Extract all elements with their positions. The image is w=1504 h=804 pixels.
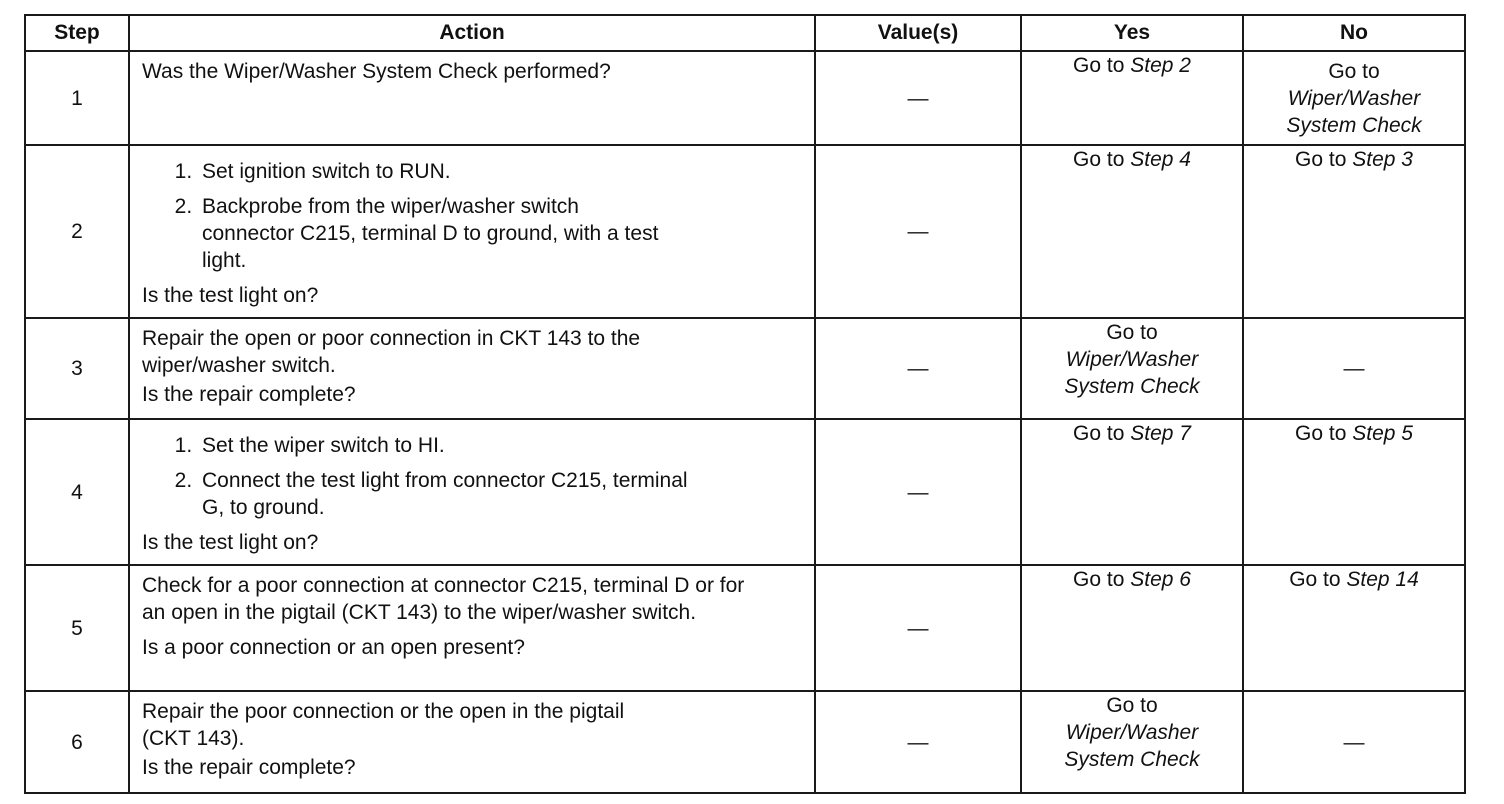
no-prefix: Go to xyxy=(1289,568,1347,591)
yes-cell: Go to Step 6 xyxy=(1020,564,1244,692)
no-prefix: Go to xyxy=(1328,60,1380,83)
value-cell: — xyxy=(814,144,1022,319)
yes-prefix: Go to xyxy=(1073,422,1131,445)
table-row-2: 2 Set ignition switch to RUN. Backprobe … xyxy=(24,144,1466,319)
header-row: Step Action Value(s) Yes No xyxy=(24,14,1466,52)
yes-link[interactable]: Step 6 xyxy=(1130,568,1191,591)
header-values: Value(s) xyxy=(814,14,1022,52)
action-question: Is the repair complete? xyxy=(142,756,356,779)
table-row-1: 1 Was the Wiper/Washer System Check perf… xyxy=(24,50,1466,146)
action-question: Is the test light on? xyxy=(142,284,319,307)
yes-cell: Go to Wiper/Washer System Check xyxy=(1020,317,1244,420)
action-cell: Repair the open or poor connection in CK… xyxy=(128,317,816,420)
header-no: No xyxy=(1242,14,1466,52)
yes-link[interactable]: Wiper/Washer System Check xyxy=(1064,721,1200,771)
action-text: Was the Wiper/Washer System Check perfor… xyxy=(142,60,611,83)
no-prefix: Go to xyxy=(1295,422,1353,445)
value-cell: — xyxy=(814,690,1022,794)
no-link[interactable]: Step 5 xyxy=(1352,422,1413,445)
action-text: Repair the open or poor connection in CK… xyxy=(142,327,641,377)
step-number: 1 xyxy=(24,50,130,146)
yes-link[interactable]: Wiper/Washer System Check xyxy=(1064,348,1200,398)
step-number: 4 xyxy=(24,418,130,566)
no-cell: Go to Step 5 xyxy=(1242,418,1466,566)
value-cell: — xyxy=(814,418,1022,566)
diagnostic-table: Step Action Value(s) Yes No 1 Was the Wi… xyxy=(24,14,1466,794)
action-step-item: Backprobe from the wiper/washer switch c… xyxy=(198,193,804,274)
header-yes: Yes xyxy=(1020,14,1244,52)
action-question: Is the repair complete? xyxy=(142,383,356,406)
action-cell: Was the Wiper/Washer System Check perfor… xyxy=(128,50,816,146)
yes-cell: Go to Step 4 xyxy=(1020,144,1244,319)
no-prefix: Go to xyxy=(1295,148,1353,171)
no-cell: — xyxy=(1242,317,1466,420)
yes-link[interactable]: Step 2 xyxy=(1130,54,1191,77)
yes-prefix: Go to xyxy=(1073,568,1131,591)
yes-prefix: Go to xyxy=(1106,321,1158,344)
yes-link[interactable]: Step 7 xyxy=(1130,422,1191,445)
table-row-5: 5 Check for a poor connection at connect… xyxy=(24,564,1466,692)
yes-link[interactable]: Step 4 xyxy=(1130,148,1191,171)
action-steps-list: Set the wiper switch to HI. Connect the … xyxy=(142,432,804,521)
action-step-item: Connect the test light from connector C2… xyxy=(198,467,804,521)
action-step-item: Set ignition switch to RUN. xyxy=(198,158,804,185)
no-link[interactable]: Wiper/Washer System Check xyxy=(1286,87,1422,137)
step-number: 2 xyxy=(24,144,130,319)
table-row-3: 3 Repair the open or poor connection in … xyxy=(24,317,1466,420)
no-cell: Go to Step 3 xyxy=(1242,144,1466,319)
header-step: Step xyxy=(24,14,130,52)
header-action: Action xyxy=(128,14,816,52)
action-text: Check for a poor connection at connector… xyxy=(142,574,745,624)
value-cell: — xyxy=(814,50,1022,146)
no-cell: Go to Step 14 xyxy=(1242,564,1466,692)
action-question: Is the test light on? xyxy=(142,531,319,554)
yes-prefix: Go to xyxy=(1073,54,1131,77)
action-step-item: Set the wiper switch to HI. xyxy=(198,432,804,459)
action-question: Is a poor connection or an open present? xyxy=(142,636,525,659)
action-text: Repair the poor connection or the open i… xyxy=(142,700,625,750)
action-steps-list: Set ignition switch to RUN. Backprobe fr… xyxy=(142,158,804,274)
yes-cell: Go to Step 7 xyxy=(1020,418,1244,566)
no-link[interactable]: Step 3 xyxy=(1352,148,1413,171)
yes-cell: Go to Wiper/Washer System Check xyxy=(1020,690,1244,794)
table-row-4: 4 Set the wiper switch to HI. Connect th… xyxy=(24,418,1466,566)
action-cell: Set ignition switch to RUN. Backprobe fr… xyxy=(128,144,816,319)
table-row-6: 6 Repair the poor connection or the open… xyxy=(24,690,1466,794)
action-cell: Repair the poor connection or the open i… xyxy=(128,690,816,794)
value-cell: — xyxy=(814,317,1022,420)
action-cell: Check for a poor connection at connector… xyxy=(128,564,816,692)
yes-prefix: Go to xyxy=(1106,694,1158,717)
step-number: 6 xyxy=(24,690,130,794)
no-cell: Go to Wiper/Washer System Check xyxy=(1242,50,1466,146)
no-cell: — xyxy=(1242,690,1466,794)
yes-prefix: Go to xyxy=(1073,148,1131,171)
no-link[interactable]: Step 14 xyxy=(1346,568,1419,591)
step-number: 3 xyxy=(24,317,130,420)
diagnostic-table-container: Step Action Value(s) Yes No 1 Was the Wi… xyxy=(24,14,1466,794)
action-cell: Set the wiper switch to HI. Connect the … xyxy=(128,418,816,566)
step-number: 5 xyxy=(24,564,130,692)
value-cell: — xyxy=(814,564,1022,692)
yes-cell: Go to Step 2 xyxy=(1020,50,1244,146)
